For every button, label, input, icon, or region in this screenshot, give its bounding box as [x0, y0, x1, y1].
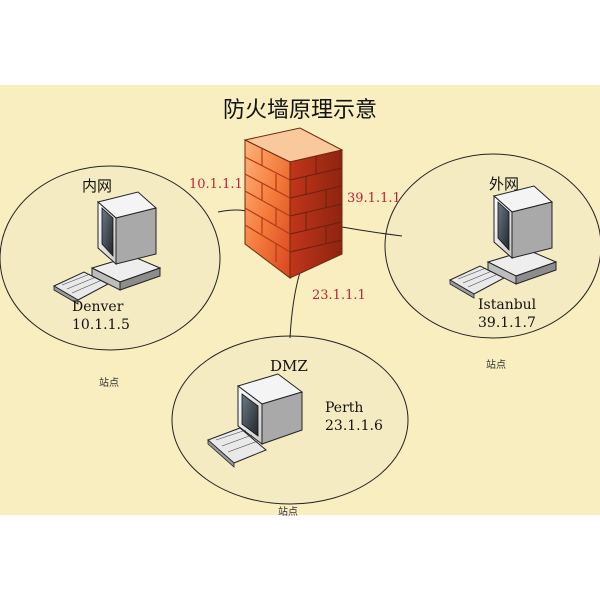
internal-host-ip: 10.1.1.5: [72, 317, 130, 333]
external-host-ip: 39.1.1.7: [478, 315, 536, 331]
external-zone-label: 外网: [489, 175, 520, 193]
diagram-title: 防火墙原理示意: [222, 98, 377, 123]
dmz-site-label: 站点: [278, 507, 298, 518]
dmz-keyboard-icon: [207, 427, 267, 468]
external-site-label: 站点: [486, 360, 506, 371]
dmz-computer-icon: [207, 373, 304, 468]
dmz-host-ip: 23.1.1.6: [325, 418, 383, 434]
internal-site-label: 站点: [99, 378, 119, 389]
external-host-name: Istanbul: [478, 297, 537, 313]
external-interface-ip: 39.1.1.1: [347, 191, 401, 206]
dmz-host-name: Perth: [325, 400, 364, 416]
internal-host-name: Denver: [72, 299, 124, 315]
firewall-icon: [243, 127, 344, 280]
link-dmz: [289, 271, 301, 339]
internal-zone-label: 内网: [82, 177, 113, 195]
dmz-zone-label: DMZ: [270, 357, 308, 375]
dmz-interface-ip: 23.1.1.1: [312, 288, 366, 303]
internal-interface-ip: 10.1.1.1: [189, 177, 243, 192]
